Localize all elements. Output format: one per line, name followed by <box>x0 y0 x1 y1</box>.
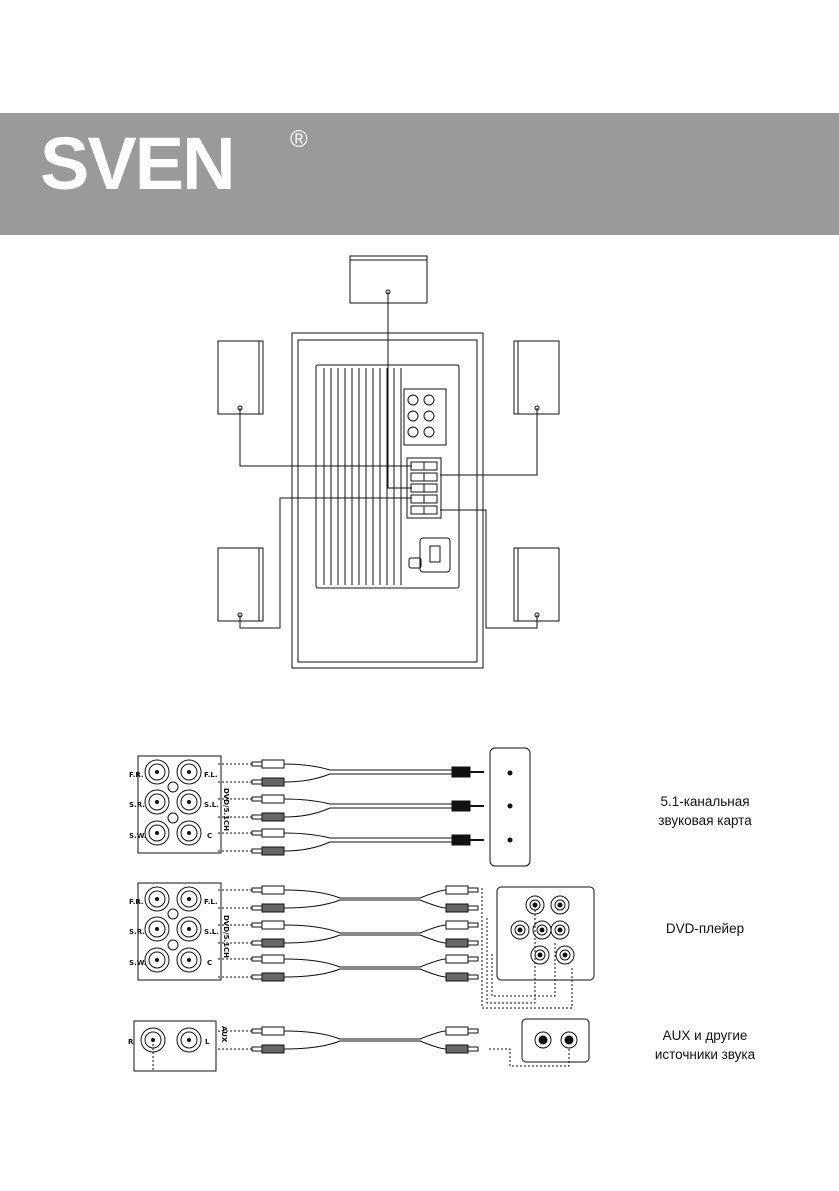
rear-right-speaker <box>513 547 560 622</box>
header-banner <box>0 113 839 235</box>
sub-input-panel-1 <box>137 755 222 854</box>
label-r: R <box>128 1038 134 1046</box>
label-fl-2: F.L. <box>204 898 218 906</box>
caption-sound-card-line2: звуковая карта <box>658 813 752 828</box>
aux-input-panel <box>133 1020 217 1072</box>
registered-mark: ® <box>290 126 308 153</box>
logo-text: SVEN <box>40 122 236 205</box>
caption-aux-line1: AUX и другие <box>662 1028 748 1043</box>
aux-source <box>521 1018 590 1063</box>
label-input-group-1: DVD/5.1CH <box>222 788 230 831</box>
front-left-speaker <box>217 340 264 415</box>
label-fr-2: F.R. <box>129 898 144 906</box>
sven-logo: SVEN ® <box>40 124 320 204</box>
sub-input-panel-2 <box>137 882 222 981</box>
caption-sound-card-line1: 5.1-канальная <box>660 794 750 809</box>
label-input-group-2: DVD/5.1CH <box>222 915 230 958</box>
caption-aux-line2: источники звука <box>654 1047 756 1062</box>
dvd-player <box>496 886 595 981</box>
label-fr: F.R. <box>129 771 144 779</box>
label-sr: S.R. <box>129 801 145 809</box>
speaker-layout <box>217 255 560 669</box>
sound-card <box>489 747 531 867</box>
label-c-2: C <box>207 959 212 967</box>
label-c: C <box>207 832 212 840</box>
aux-connection: R L AUX <box>128 1018 590 1072</box>
dvd-connection: F.R. F.L. S.R. S.L. S.W. C DVD/5.1CH <box>129 882 595 1009</box>
rear-left-speaker <box>217 547 264 622</box>
label-sw: S.W. <box>129 832 147 840</box>
label-l: L <box>205 1038 210 1046</box>
label-fl: F.L. <box>204 771 218 779</box>
caption-aux: AUX и другие источники звука <box>620 1026 790 1064</box>
caption-sound-card: 5.1-канальная звуковая карта <box>620 792 790 830</box>
label-sl: S.L. <box>204 801 219 809</box>
front-right-speaker <box>513 340 560 415</box>
caption-dvd: DVD-плейер <box>620 919 790 938</box>
caption-dvd-text: DVD-плейер <box>665 921 745 936</box>
label-aux: AUX <box>220 1026 228 1043</box>
label-sr-2: S.R. <box>129 928 145 936</box>
sound-card-connection: F.R. F.L. S.R. S.L. S.W. C DVD/5.1CH <box>129 747 531 867</box>
label-sl-2: S.L. <box>204 928 219 936</box>
label-sw-2: S.W. <box>129 959 147 967</box>
